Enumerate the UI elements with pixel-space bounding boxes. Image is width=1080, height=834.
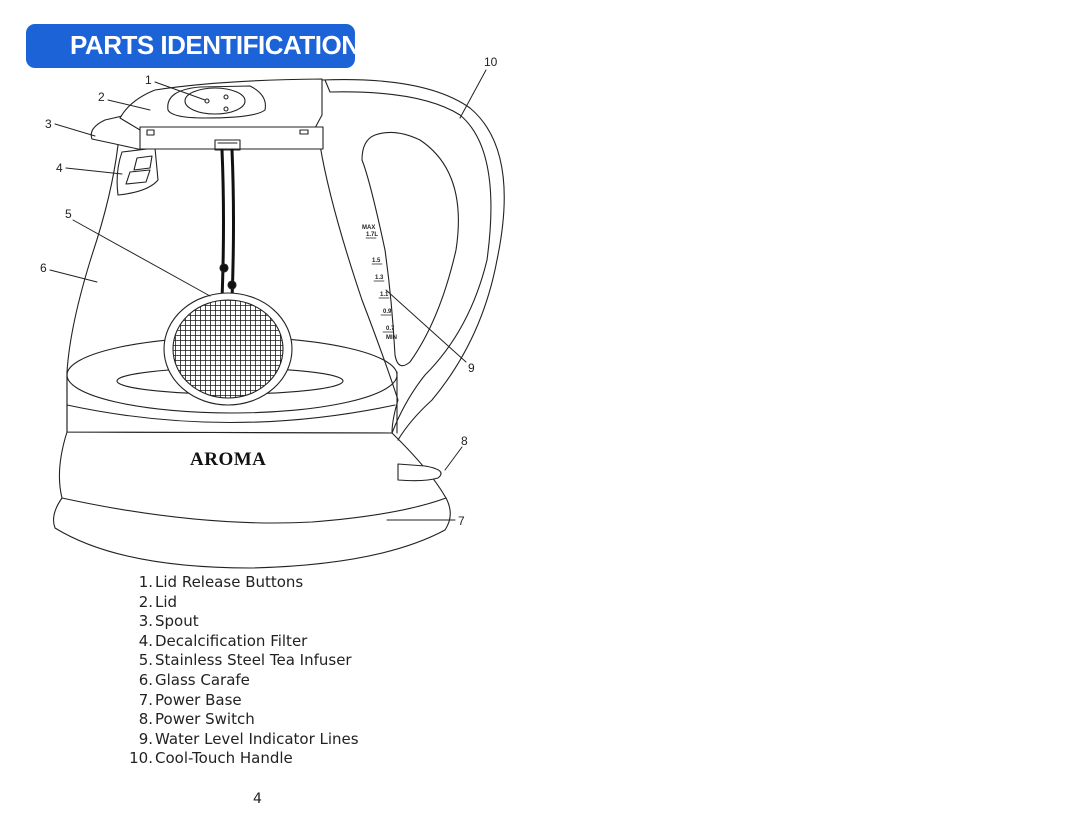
list-item-label: Lid xyxy=(155,592,178,611)
page-number: 4 xyxy=(253,791,262,807)
list-item-number: 5. xyxy=(138,651,153,670)
callout-lines xyxy=(49,69,487,521)
callout-9: 9 xyxy=(468,361,475,375)
cool-touch-handle xyxy=(321,79,505,441)
level-label-0-7: 0.7 xyxy=(386,326,395,332)
list-item-label: Power Switch xyxy=(155,710,255,729)
callout-5: 5 xyxy=(65,207,72,221)
list-item: 10.Cool-Touch Handle xyxy=(120,749,359,769)
callout-1: 1 xyxy=(145,73,152,87)
list-item-number: 6. xyxy=(138,670,153,689)
list-item-label: Glass Carafe xyxy=(155,670,250,689)
list-item: 7.Power Base xyxy=(120,691,359,711)
power-base xyxy=(53,431,451,569)
callout-numbers: 1 2 3 4 5 6 7 8 9 10 xyxy=(40,55,498,528)
callout-6: 6 xyxy=(40,261,47,275)
list-item: 6.Glass Carafe xyxy=(120,671,359,691)
header-banner xyxy=(26,24,355,68)
callout-3: 3 xyxy=(45,117,52,131)
list-item-label: Lid Release Buttons xyxy=(155,573,304,591)
brand-logo: AROMA xyxy=(190,449,266,470)
list-item-label: Decalcification Filter xyxy=(155,631,308,650)
water-level-labels: MAX 1.7L 1.5 1.3 1.1 0.9 0.7 MIN xyxy=(362,225,397,341)
list-item: 9.Water Level Indicator Lines xyxy=(120,730,359,750)
lid-release-buttons xyxy=(167,85,266,119)
list-item-number: 2. xyxy=(138,592,153,611)
list-item-label: Cool-Touch Handle xyxy=(155,749,293,768)
decalcification-filter xyxy=(116,147,159,196)
parts-list: 1.Lid Release Buttons 2.Lid 3.Spout 4.De… xyxy=(120,573,359,769)
level-label-min: MIN xyxy=(386,335,397,341)
list-item-label: Stainless Steel Tea Infuser xyxy=(155,651,352,670)
list-item: 4.Decalcification Filter xyxy=(120,632,359,652)
list-item-number: 4. xyxy=(138,631,153,650)
list-item-number: 9. xyxy=(138,729,153,748)
callout-8: 8 xyxy=(461,434,468,448)
level-label-1-5: 1.5 xyxy=(372,258,381,264)
list-item-label: Water Level Indicator Lines xyxy=(155,729,359,748)
callout-4: 4 xyxy=(56,161,63,175)
list-item-number: 8. xyxy=(138,710,153,729)
list-item-label: Power Base xyxy=(155,690,242,709)
tea-infuser xyxy=(163,148,293,406)
list-item: 3.Spout xyxy=(120,612,359,632)
level-label-1-7: 1.7L xyxy=(366,232,378,238)
water-level-indicator-lines xyxy=(365,237,394,333)
level-label-1-1: 1.1 xyxy=(380,292,389,298)
callout-10: 10 xyxy=(484,55,498,69)
list-item-number: 1. xyxy=(138,573,153,591)
page-title: PARTS IDENTIFICATION xyxy=(70,30,360,60)
callout-7: 7 xyxy=(458,514,465,528)
list-item-number: 3. xyxy=(138,612,153,631)
list-item: 2.Lid xyxy=(120,593,359,613)
list-item: 5.Stainless Steel Tea Infuser xyxy=(120,651,359,671)
list-item-label: Spout xyxy=(155,612,199,631)
list-item: 1.Lid Release Buttons xyxy=(120,573,359,593)
level-label-max: MAX xyxy=(362,225,375,231)
callout-2: 2 xyxy=(98,90,105,104)
level-label-1-3: 1.3 xyxy=(375,275,384,281)
level-label-0-9: 0.9 xyxy=(383,309,392,315)
list-item-number: 10. xyxy=(129,749,153,768)
list-item-number: 7. xyxy=(138,690,153,709)
list-item: 8.Power Switch xyxy=(120,710,359,730)
power-switch xyxy=(397,463,442,482)
